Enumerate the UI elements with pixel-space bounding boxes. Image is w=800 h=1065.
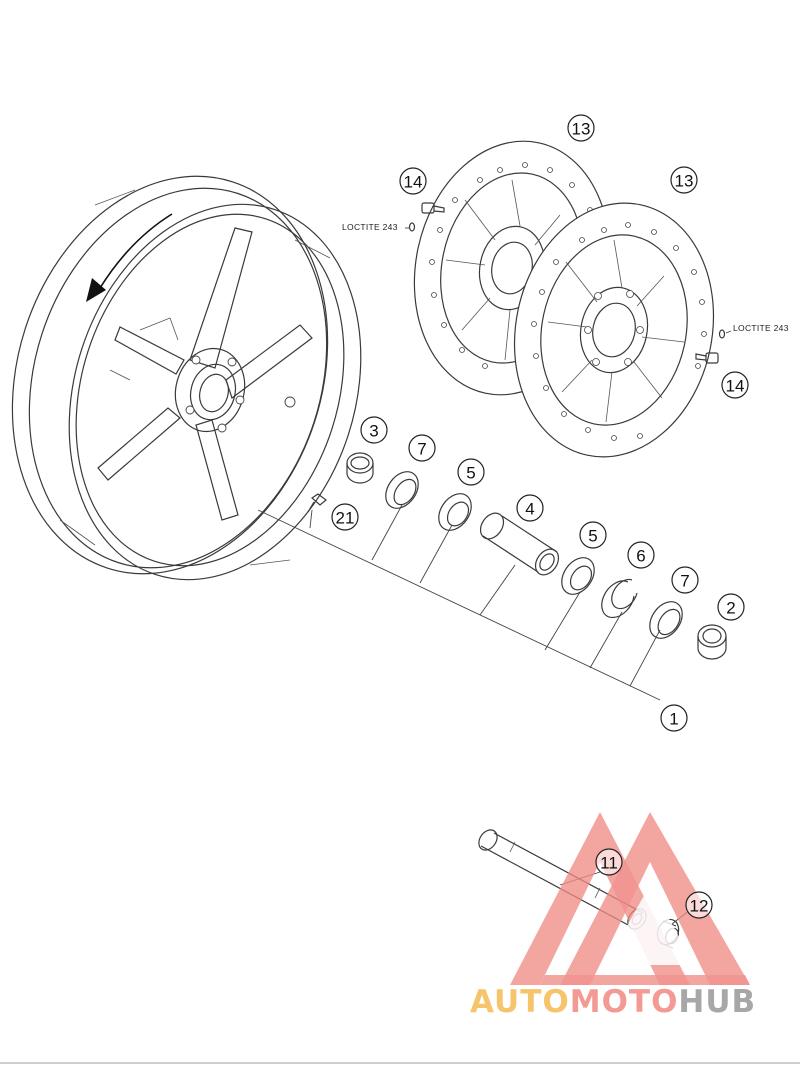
callout-7-right: 7 [671,566,699,594]
callout-5-right: 5 [579,521,607,549]
watermark-hub: HUB [678,984,756,1020]
callout-14-upper: 14 [399,167,427,195]
distance-sleeve-4 [479,512,560,576]
callout-3: 3 [360,416,388,444]
seal-7-right [649,601,683,639]
footer-rule [0,1062,800,1064]
svg-text:12: 12 [690,897,709,916]
wheel-hub [109,317,246,433]
svg-text:11: 11 [600,854,618,873]
front-wheel [11,175,362,581]
part-leader-lines [309,504,661,687]
spacer-3 [346,452,374,484]
callout-7-left: 7 [408,434,436,462]
svg-text:6: 6 [636,547,645,566]
svg-text:14: 14 [404,173,423,192]
watermark-text: AUTOMOTOHUB [470,984,756,1020]
callout-13-upper: 13 [567,114,595,142]
valve-hole [284,396,296,408]
svg-text:5: 5 [588,527,597,546]
assembly-lead-line [257,509,661,701]
watermark-logo [510,812,750,985]
svg-text:7: 7 [417,440,426,459]
svg-text:5: 5 [466,464,475,483]
callout-13-lower: 13 [670,166,698,194]
tire-valve [307,493,327,513]
svg-text:14: 14 [726,377,745,396]
loctite-note-upper: LOCTITE 243 [342,222,398,232]
watermark-auto: AUTO [470,984,570,1020]
callout-11: 11 [595,848,623,876]
svg-text:13: 13 [572,120,591,139]
loctite-note-lower: LOCTITE 243 [733,323,789,333]
callout-5-left: 5 [457,458,485,486]
callout-6: 6 [627,541,655,569]
callout-4: 4 [516,494,544,522]
svg-text:1: 1 [669,710,678,729]
svg-text:13: 13 [675,172,694,191]
svg-text:3: 3 [369,422,378,441]
bearing-5-right [561,557,595,595]
svg-text:2: 2 [726,599,735,618]
bearing-5-left [438,493,472,531]
watermark-moto: MOTO [570,984,679,1020]
disc-bolt-upper [405,202,445,232]
spacer-2 [697,624,727,660]
callout-14-lower: 14 [721,371,749,399]
svg-text:21: 21 [336,509,355,528]
callout-12: 12 [685,891,713,919]
disc-bolt-lower [695,329,732,364]
svg-text:4: 4 [525,500,534,519]
callout-1: 1 [660,704,688,732]
svg-text:7: 7 [680,572,689,591]
seal-7-left [385,471,419,509]
callout-21: 21 [331,503,359,531]
callout-2: 2 [717,593,745,621]
brake-disc-lower [513,202,715,458]
wheel-spokes [97,227,313,521]
circlip-6 [601,578,638,619]
rotation-arrow-icon [86,213,173,302]
